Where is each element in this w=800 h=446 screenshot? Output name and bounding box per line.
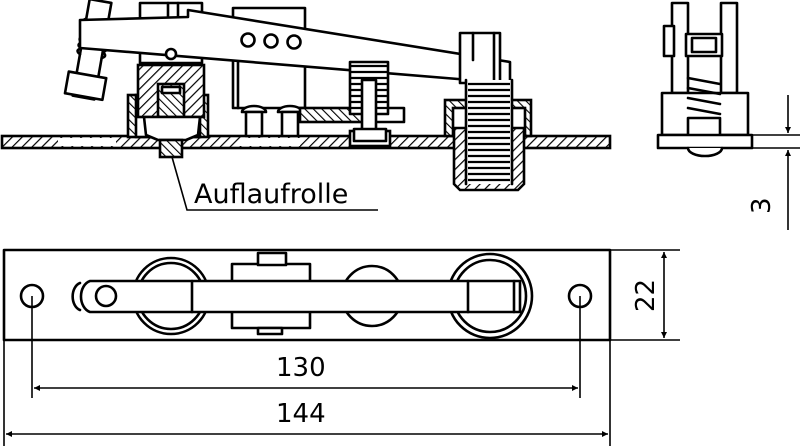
hole-icon — [286, 34, 302, 50]
center-spring — [348, 60, 390, 143]
auflaufrolle-callout: Auflaufrolle — [171, 156, 378, 211]
lever-arm — [78, 8, 512, 86]
dim-plate-width: 22 — [631, 279, 661, 312]
side-section-view — [0, 0, 612, 192]
dim-roller-projection: 3 — [747, 197, 777, 214]
lever-arm-top — [79, 279, 522, 314]
dim-hole-spacing: 130 — [276, 353, 326, 383]
hole-icon — [240, 32, 256, 48]
roller-housing-section — [126, 63, 210, 159]
right-spring-housing — [443, 31, 533, 192]
plan-view: 22 130 144 — [2, 248, 680, 446]
end-view: 3 — [656, 1, 800, 230]
hole-icon — [263, 33, 279, 49]
callout-label: Auflaufrolle — [194, 179, 348, 210]
dim-overall-length: 144 — [276, 399, 326, 429]
